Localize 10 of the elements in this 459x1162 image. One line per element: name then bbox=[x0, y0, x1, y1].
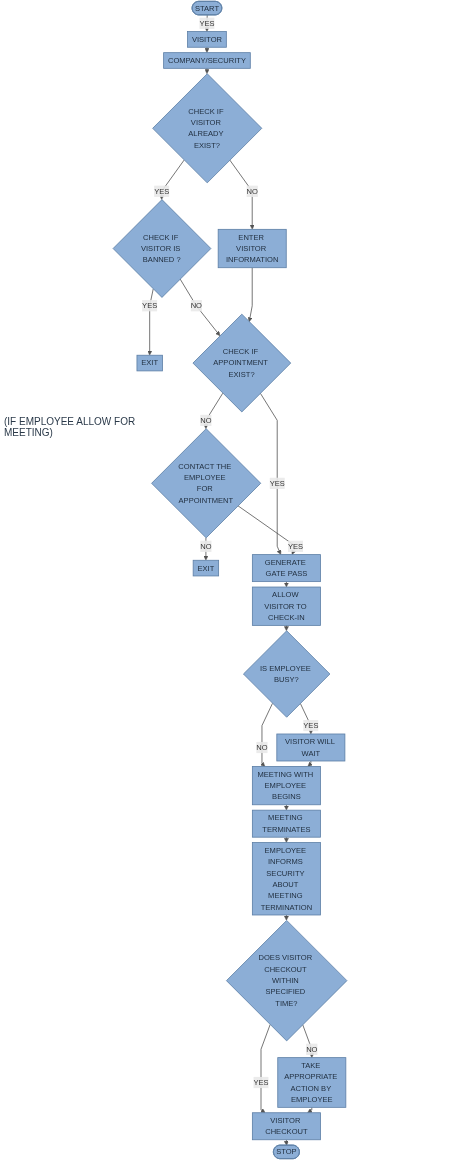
arrow bbox=[283, 836, 289, 843]
arrow bbox=[283, 625, 289, 631]
arrow bbox=[283, 1139, 289, 1146]
arrow bbox=[307, 760, 313, 767]
note-text: (IF EMPLOYEE ALLOW FOR MEETING) bbox=[4, 416, 137, 438]
arrow bbox=[283, 804, 289, 811]
arrow bbox=[204, 67, 209, 74]
arrow bbox=[283, 914, 289, 921]
arrow bbox=[283, 581, 289, 588]
arrow bbox=[204, 46, 209, 53]
